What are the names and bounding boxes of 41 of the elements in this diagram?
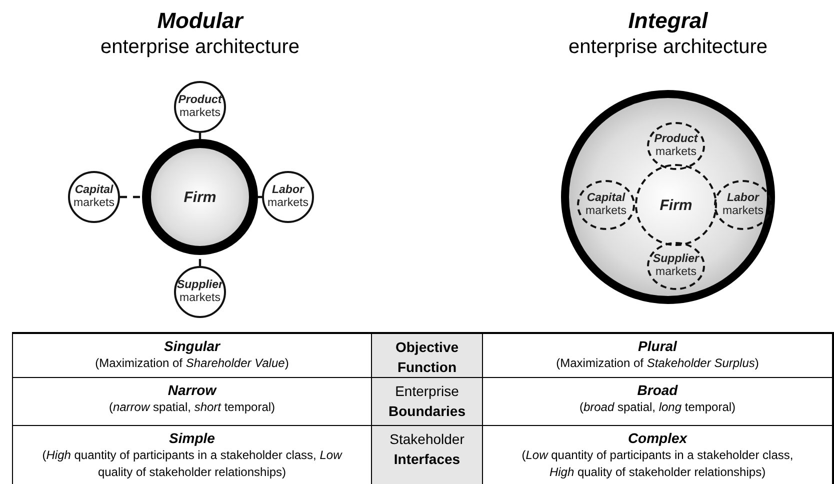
- connector-line: [198, 133, 202, 139]
- cell-heading: Simple: [169, 429, 215, 447]
- subheading: enterprise architecture: [568, 36, 768, 59]
- connector-line: [120, 196, 142, 198]
- cell-description: (Low quantity of participants in a stakeholder class, High quality of stakeholder relationships): [520, 447, 794, 481]
- firm-dashed-circle: [635, 164, 717, 246]
- node-label: Supplier markets: [652, 252, 700, 280]
- cell-description: (Maximization of Stakeholder Surplus): [556, 355, 759, 372]
- cell-heading: Plural: [638, 337, 677, 355]
- node-label: Firm: [660, 196, 692, 214]
- cell-description: (Maximization of Shareholder Value): [95, 355, 289, 372]
- cell-heading: Broad: [637, 381, 678, 399]
- cell-heading: Singular: [164, 337, 220, 355]
- row-header: Enterprise Boundaries: [387, 382, 466, 421]
- node-label: Labor markets: [266, 184, 310, 210]
- node-label: Supplier markets: [176, 278, 224, 306]
- cell-description: (High quantity of participants in a stakeholder class, Low quality of stakeholder relationships): [41, 447, 344, 481]
- connector-line: [258, 196, 262, 198]
- market-dashed-circle: [714, 180, 772, 230]
- market-dashed-circle: [647, 242, 705, 290]
- node-label: Product markets: [653, 132, 699, 160]
- node-label: Capital markets: [72, 184, 116, 210]
- cell-heading: Narrow: [168, 381, 216, 399]
- node-label: Labor markets: [722, 192, 764, 218]
- node-label: Firm: [184, 188, 216, 206]
- heading: Modular: [156, 8, 245, 34]
- cell-heading: Complex: [628, 429, 688, 447]
- market-dashed-circle: [647, 122, 705, 170]
- row-header: Stakeholder Interfaces: [388, 430, 466, 469]
- market-circle: [68, 171, 120, 223]
- node-label: Capital markets: [584, 192, 628, 218]
- row-header: Objective Function: [394, 338, 460, 377]
- market-dashed-circle: [577, 180, 635, 230]
- cell-description: (broad spatial, long temporal): [579, 399, 736, 416]
- node-label: Product markets: [177, 94, 223, 120]
- heading: Integral: [627, 8, 710, 34]
- subheading: enterprise architecture: [100, 36, 300, 59]
- market-circle: [262, 171, 314, 223]
- market-circle: [174, 81, 226, 133]
- market-circle: [174, 266, 226, 318]
- cell-description: (narrow spatial, short temporal): [108, 399, 276, 416]
